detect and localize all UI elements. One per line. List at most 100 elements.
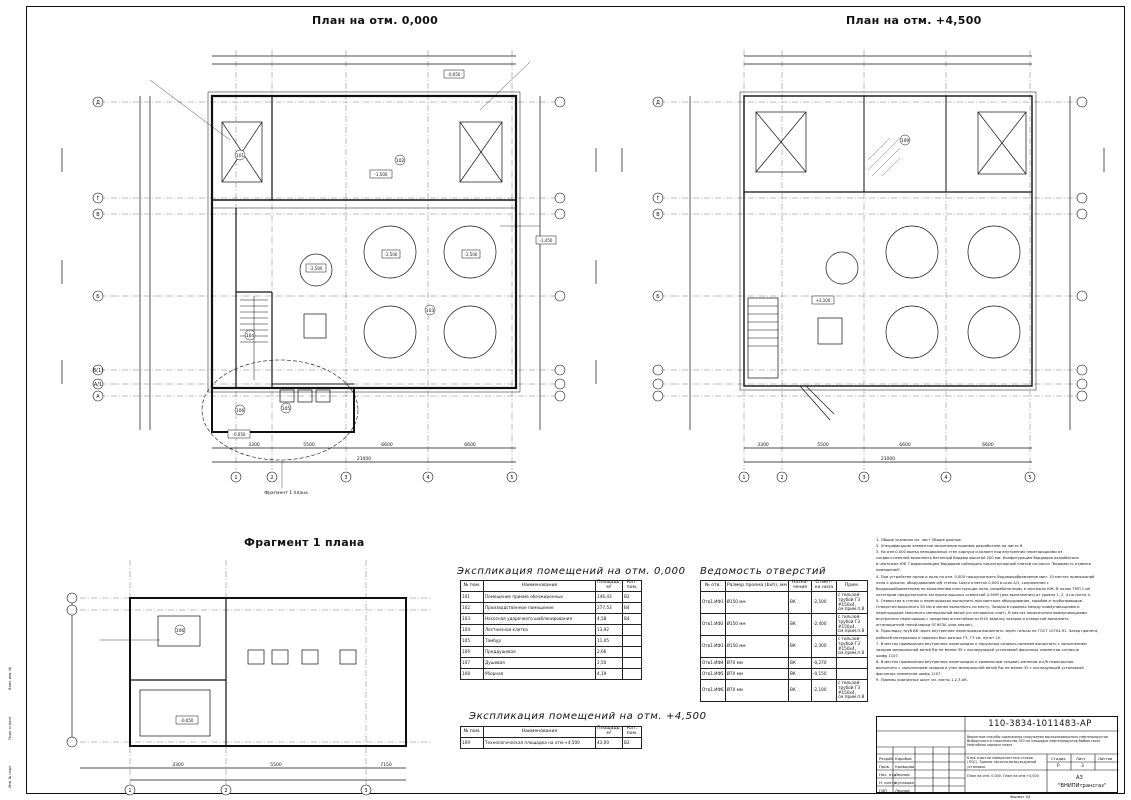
signer-name: Кривцова (895, 764, 915, 769)
table-header: Наименование (483, 726, 596, 738)
table-cell: Отв1.ИФ4 (700, 657, 726, 669)
dim-text: 5500 (303, 442, 315, 448)
axis-label-col: 3 (344, 475, 347, 481)
axis-label-row: Г (96, 196, 99, 202)
dim-text: 3300 (757, 442, 769, 448)
level-mark: -1,450 (540, 238, 553, 243)
table-header: Назна-чение (788, 580, 812, 592)
table-cell: 4,19 (595, 668, 623, 680)
company-name: "ВНИПИтрансгаз" (1058, 783, 1107, 789)
table-cell: Ø70 мм (724, 668, 790, 680)
table-cell: 103 (460, 613, 484, 625)
table-cell: 146,43 (595, 591, 623, 603)
level-mark: -2,500 (385, 252, 398, 257)
level-mark: -2,500 (310, 266, 323, 271)
document-code: 110-3834-1011483-АР (988, 719, 1092, 729)
table-cell: -0,150 (811, 668, 837, 680)
table-cell: Отв1.ИФ2 (700, 613, 726, 636)
table-cell: 108 (460, 668, 484, 680)
table-cell: Тамбур (483, 635, 596, 647)
sheet-value: 3 (1081, 764, 1084, 769)
note-line: 1. Общие указания см. лист Общие данные. (876, 538, 962, 542)
project-description: Вероятные способы содержания сооружения … (967, 735, 1108, 748)
table-header: Площадь, м² (595, 726, 623, 738)
table-cell: Ø70 мм (724, 679, 790, 702)
axis-label-row: Б (96, 294, 100, 300)
axis-label-col: 4 (944, 475, 947, 481)
note-line: 7. В местах примыкания внутренних перего… (876, 641, 1087, 646)
note-line: Отверстия выполнить 50 мм и менее выполн… (876, 605, 1080, 610)
note-line: рабочей материалом и заделки был разных … (876, 635, 1002, 640)
table-cell: Помещение приема обезжиренных (483, 591, 596, 603)
table-header: № пом. (460, 726, 484, 738)
table-cell: ВК (788, 668, 812, 680)
note-line: фасонных элементов шифр 1107. (876, 672, 942, 677)
axis-label-row: В(1) (93, 368, 104, 374)
role-label: Разраб. (879, 756, 894, 761)
role-label: Н. контр. (879, 780, 898, 785)
dim-overall: 21000 (357, 456, 371, 462)
table-cell: Лестничная клетка (483, 624, 596, 636)
table-cell (622, 646, 642, 658)
note-line: 2. Спецификацию элементов заполнения про… (876, 544, 1024, 549)
note-line: категории предусмотреть заглушки вышлых … (876, 592, 1092, 597)
table-header-row: № отв. Размер проема (bxh), мм Назна-чен… (700, 580, 868, 592)
table-cell: 107 (460, 657, 484, 669)
role-label: Пров. (879, 764, 891, 769)
plan-0-axis-markers (92, 96, 566, 483)
table-cell: Производственное помещение (483, 602, 596, 614)
format-label: Формат А3 (1010, 795, 1031, 799)
room-mark: 105 (282, 406, 291, 412)
table-cell: -2,500 (811, 591, 837, 614)
note-line: 3. На отм.0,000 выезд неподвижных стен к… (876, 550, 1063, 555)
table-header: Прим. (836, 580, 868, 592)
room-mark: 103 (426, 308, 435, 314)
explication-4500-caption: Экспликация помещений на отм. +4,500 (469, 711, 707, 722)
level-mark: -0,050 (448, 72, 461, 77)
note-line: помещений". (876, 568, 902, 573)
table-cell: Душевая (483, 657, 596, 669)
level-mark: +3,100 (816, 298, 831, 303)
title-block: 110-3834-1011483-АР Вероятные способы со… (876, 716, 1119, 794)
table-cell: -2,100 (811, 679, 837, 702)
level-mark: -0,050 (233, 432, 246, 437)
fragment-callout-label: Фрагмент 1 плана (264, 490, 308, 496)
table-cell: ВК (788, 635, 812, 658)
axis-label-row: Г (656, 196, 659, 202)
table-cell: 106 (460, 646, 484, 658)
table-header: Кат. пом. (622, 726, 642, 738)
plan-0-axis-lines (100, 50, 560, 470)
axis-label-col: 1 (128, 788, 131, 794)
plan-0-title: План на отм. 0,000 (312, 14, 439, 27)
table-cell: с гильзой-трубой Г3 #150х4, см.прим.п.8 (836, 635, 868, 658)
general-notes: 1. Общие указания см. лист Общие данные.… (876, 537, 1118, 683)
note-line: перегородкой заполнить минеральной ватой… (876, 611, 1087, 616)
signer-name: Леонов (895, 788, 910, 793)
table-cell (622, 635, 642, 647)
table-cell: Отв1.ИФ1 (700, 591, 726, 614)
table-cell: Ø150 мм (724, 613, 790, 636)
note-line: шифр 1107. (876, 653, 899, 658)
format-value: А3 (1076, 775, 1083, 781)
table-cell: с гильзой-трубой Г3 #150х4, см.прим.п.8 (836, 591, 868, 614)
axis-label-row: Б (656, 294, 660, 300)
table-cell (622, 657, 642, 669)
table-cell: Ø150 мм (724, 591, 790, 614)
note-line: 6. Прокладку труб ВК через внутренние пе… (876, 629, 1099, 634)
room-marks: 101 102 103 104 105 106 109 106 (174, 134, 911, 636)
note-line: 5. Отверстия в стенах и перегородках вып… (876, 598, 1083, 603)
table-cell: Технологическая площадка на отм.+4,500 (483, 737, 596, 749)
table-cell: В4 (622, 613, 642, 625)
side-label: Подп. и дата (8, 716, 12, 740)
axis-label-col: 3 (364, 788, 367, 794)
dim-text: 3300 (248, 442, 260, 448)
openings-caption: Ведомость отверстий (700, 566, 827, 577)
table-cell: 2,50 (595, 657, 623, 669)
